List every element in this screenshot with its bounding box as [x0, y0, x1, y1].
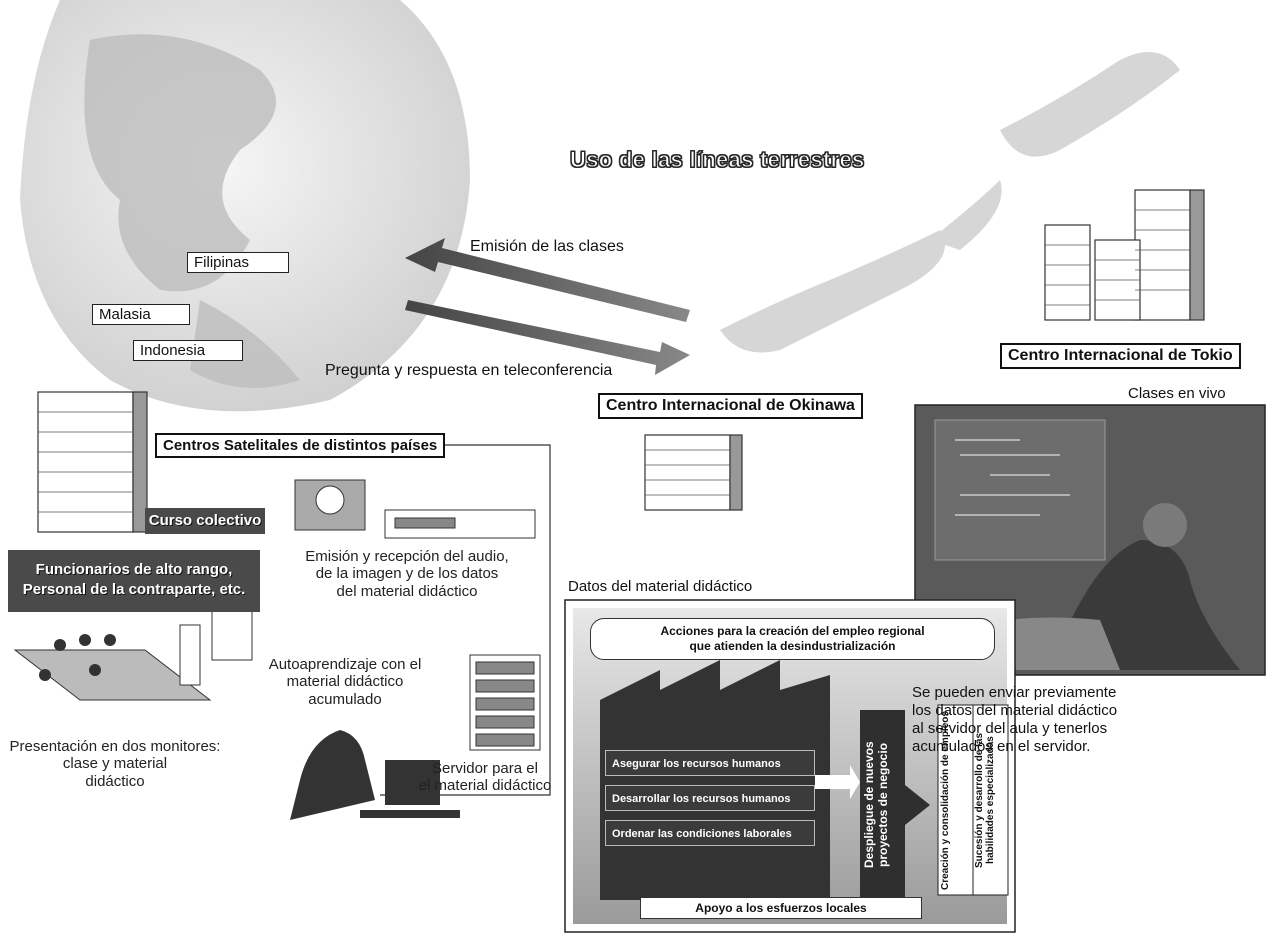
av-caption-line-3: del material didáctico [336, 582, 478, 600]
broadcast-arrow [405, 238, 690, 322]
server-line-1: Servidor para el [432, 760, 538, 777]
av-equipment-image [294, 479, 536, 539]
live-note-line-3: al servidor del aula y tenerlos [912, 720, 1108, 737]
country-label-malaysia: Malasia [92, 304, 190, 325]
dual-monitor-line-1: Presentación en dos monitores: [9, 738, 221, 755]
okinawa-building-image [644, 434, 743, 511]
teleconference-label: Pregunta y respuesta en teleconferencia [325, 362, 613, 379]
broadcast-label: Emisión de las clases [470, 238, 624, 255]
slide-footer: Apoyo a los esfuerzos locales [640, 897, 922, 919]
av-caption-line-1: Emisión y recepción del audio, [305, 548, 509, 565]
server-rack-image [469, 654, 541, 751]
live-note: Se pueden enviar previamente los datos d… [912, 684, 1267, 756]
slide-row-2: Desarrollar los recursos humanos [605, 785, 815, 811]
av-caption: Emisión y recepción del audio, de la ima… [282, 548, 532, 600]
server-caption: Servidor para el el material didáctico [415, 760, 555, 795]
okinawa-center-label: Centro Internacional de Okinawa [598, 393, 863, 419]
country-label-philippines: Filipinas [187, 252, 289, 273]
slide-vertical-center: Despliegue de nuevos proyectos de negoci… [862, 741, 890, 868]
self-learning-caption: Autoaprendizaje con el material didáctic… [255, 656, 435, 708]
officials-line-2: Personal de la contraparte, etc. [22, 581, 246, 598]
slide-row-1: Asegurar los recursos humanos [605, 750, 815, 776]
page-title: Uso de las líneas terrestres [570, 147, 865, 173]
officials-line-1: Funcionarios de alto rango, [35, 561, 233, 578]
teleconference-arrow [405, 300, 690, 375]
tokyo-center-label: Centro Internacional de Tokio [1000, 343, 1241, 369]
slide-title-line-2: que atienden la desindustrialización [689, 639, 896, 653]
live-note-line-1: Se pueden enviar previamente [912, 684, 1117, 701]
japan-map-image [720, 52, 1180, 353]
material-label: Datos del material didáctico [568, 578, 753, 595]
self-learning-line-3: acumulado [308, 690, 382, 708]
self-learning-line-1: Autoaprendizaje con el [268, 656, 422, 673]
satellite-building-image [37, 391, 148, 533]
dual-monitor-caption: Presentación en dos monitores: clase y m… [0, 738, 230, 790]
av-caption-line-2: de la imagen y de los datos [315, 565, 499, 583]
slide-vertical-right-1: Creación y consolidación de empleos [940, 711, 951, 890]
country-label-indonesia: Indonesia [133, 340, 243, 361]
tokyo-buildings-image [1044, 189, 1205, 321]
live-class-label: Clases en vivo [1128, 385, 1226, 402]
satellite-panel-border [380, 444, 551, 796]
globe-image [20, 0, 470, 412]
officials-box: Funcionarios de alto rango, Personal de … [8, 550, 260, 612]
satellite-center-label: Centros Satelitales de distintos países [155, 433, 446, 458]
server-line-2: el material didáctico [418, 777, 552, 795]
self-learning-line-2: material didáctico [286, 673, 404, 691]
dual-monitor-line-2: clase y material [62, 755, 168, 773]
slide-row-3: Ordenar las condiciones laborales [605, 820, 815, 846]
slide-vertical-right-2: Sucesión y desarrollo de las habilidades… [974, 732, 996, 869]
self-learning-computer-image [290, 730, 460, 820]
live-note-line-2: los datos del material didáctico [912, 702, 1118, 719]
live-note-line-4: acumulados en el servidor. [912, 738, 1091, 755]
collective-course-label: Curso colectivo [145, 508, 265, 534]
dual-monitor-line-3: didáctico [85, 772, 145, 790]
slide-title-line-1: Acciones para la creación del empleo reg… [660, 624, 925, 638]
slide-title-box: Acciones para la creación del empleo reg… [590, 618, 995, 660]
